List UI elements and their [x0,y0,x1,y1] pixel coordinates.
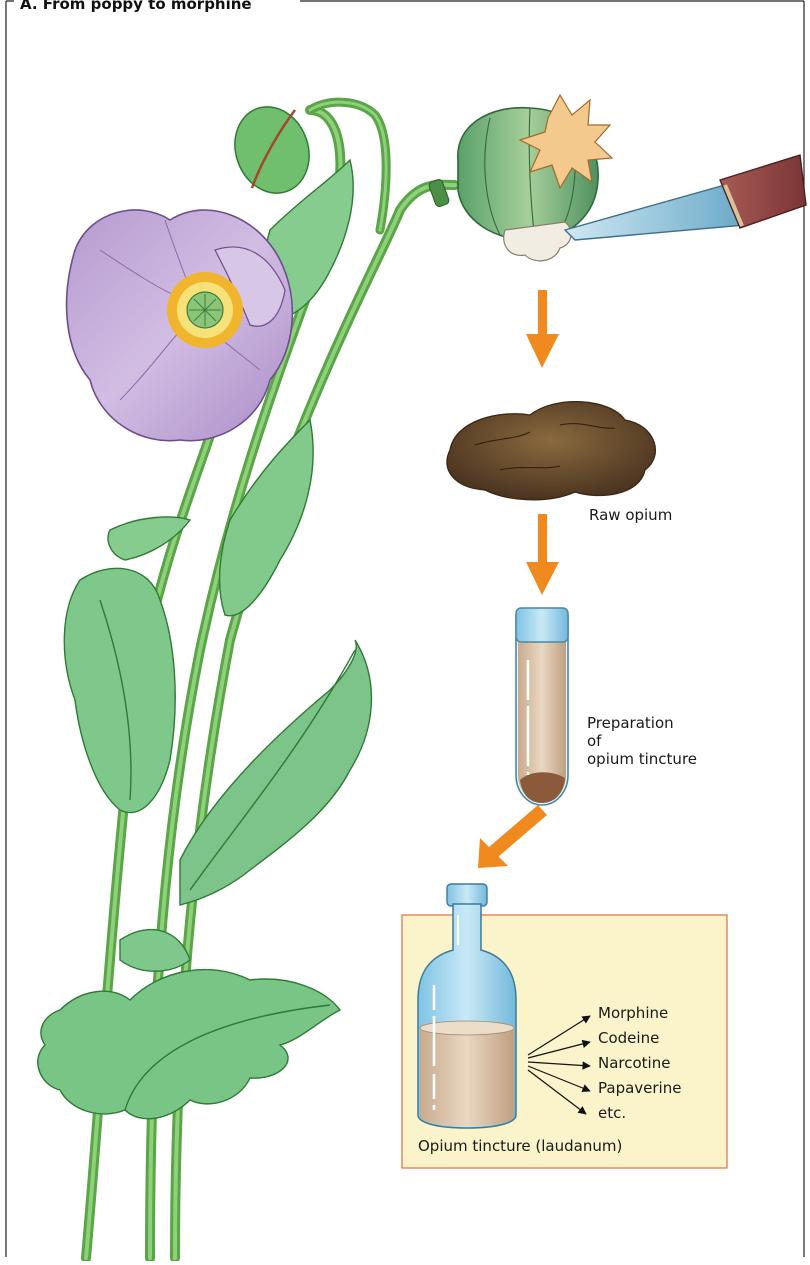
alkaloid-papaverine: Papaverine [598,1079,681,1097]
label-raw-opium: Raw opium [589,506,672,525]
label-tincture: Opium tincture (laudanum) [418,1137,622,1156]
arrow-pod-to-opium [526,290,559,368]
poppy-flower [67,210,293,441]
alkaloid-narcotine: Narcotine [598,1054,670,1072]
label-preparation-line-1: Preparation [587,714,674,733]
arrow-opium-to-tube [526,514,559,595]
knife-icon [565,155,806,240]
alkaloid-etc: etc. [598,1104,626,1122]
raw-opium-lump [447,402,655,500]
figure-title: A. From poppy to morphine [14,0,258,13]
test-tube [516,608,568,805]
alkaloid-morphine: Morphine [598,1004,668,1022]
alkaloid-codeine: Codeine [598,1029,659,1047]
arrow-tube-to-bottle [478,805,547,868]
label-preparation-line-2: of [587,732,601,751]
label-preparation-line-3: opium tincture [587,750,697,769]
